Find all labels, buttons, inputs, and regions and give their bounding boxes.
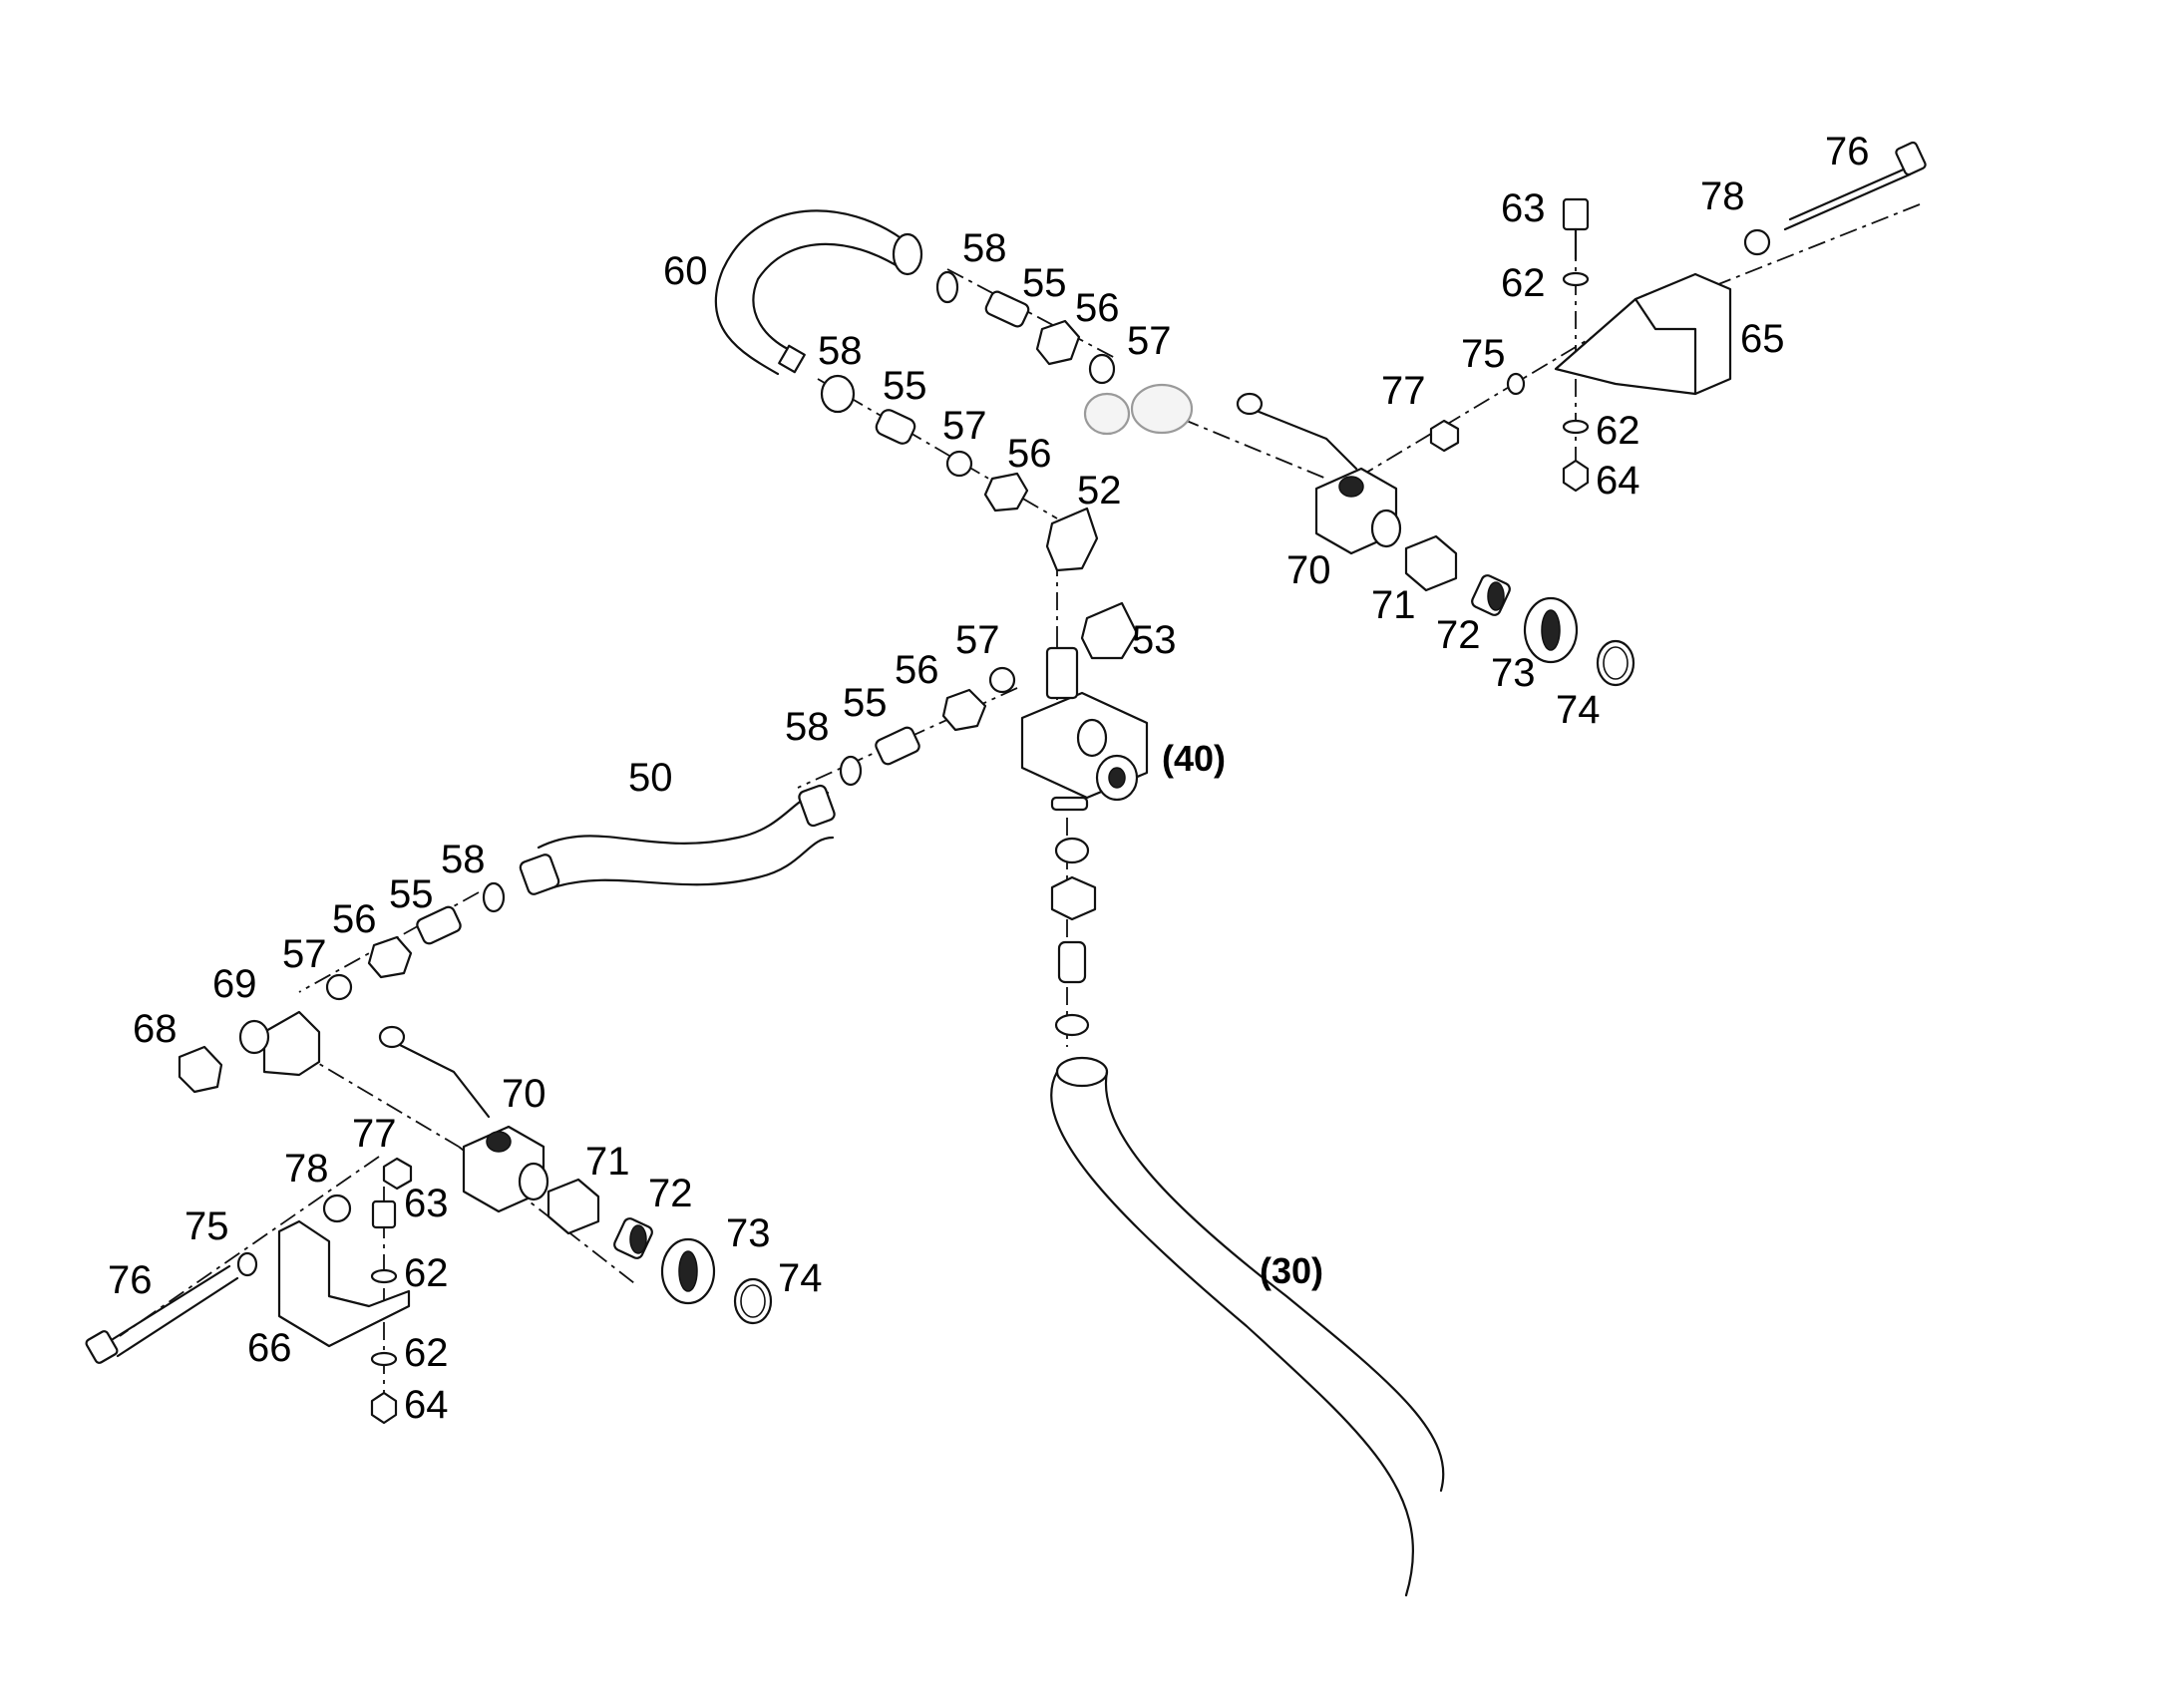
callout-78-upper: 78 xyxy=(1700,174,1745,218)
callout-77-lower: 77 xyxy=(352,1112,397,1156)
callout-74-lower: 74 xyxy=(778,1256,823,1300)
callout-75-lower: 75 xyxy=(184,1204,229,1248)
callout-56-upper: 56 xyxy=(1075,286,1120,330)
vertical-fittings xyxy=(1050,837,1097,1037)
callout-66: 66 xyxy=(247,1326,292,1370)
callout-76-upper: 76 xyxy=(1825,130,1870,173)
callout-63-lower: 63 xyxy=(404,1182,449,1225)
callout-55-lower: 55 xyxy=(843,681,888,725)
callout-55-upper: 55 xyxy=(1022,261,1067,305)
callout-60: 60 xyxy=(663,249,708,293)
bracket-66 xyxy=(85,1157,413,1425)
bracket-65 xyxy=(1429,141,1927,493)
ball-valve-70-lower xyxy=(378,1025,773,1325)
callout-73-lower: 73 xyxy=(726,1211,771,1255)
callout-57-left: 57 xyxy=(282,932,327,976)
callout-73-upper: 73 xyxy=(1491,651,1536,695)
callout-56-mid: 56 xyxy=(1007,432,1052,476)
callout-57-lower: 57 xyxy=(955,618,1000,662)
callout-77-upper: 77 xyxy=(1381,369,1426,413)
callout-64-upper: 64 xyxy=(1596,459,1640,503)
callout-71-upper: 71 xyxy=(1371,583,1416,627)
callout-55-mid: 55 xyxy=(883,364,927,408)
callout-58-left: 58 xyxy=(441,838,486,881)
hose-30 xyxy=(1050,1056,1445,1597)
callout-57-mid: 57 xyxy=(942,404,987,448)
callout-56-lower: 56 xyxy=(895,648,939,692)
callout-78-lower: 78 xyxy=(284,1147,329,1191)
ball-valve-70-upper xyxy=(1236,392,1635,687)
callout-64-lower: 64 xyxy=(404,1383,449,1427)
callout-50: 50 xyxy=(628,756,673,800)
block-40 xyxy=(1020,601,1149,812)
callout-70-lower: 70 xyxy=(502,1072,546,1116)
upper-fittings xyxy=(820,270,1194,572)
callout-55-left: 55 xyxy=(389,872,434,916)
callout-62-lower-a: 62 xyxy=(404,1251,449,1295)
callout-56-left: 56 xyxy=(332,897,377,941)
callout-74-upper: 74 xyxy=(1556,688,1601,732)
callout-63-upper: 63 xyxy=(1501,186,1546,230)
callout-72-upper: 72 xyxy=(1436,613,1481,657)
callout-58-lower: 58 xyxy=(785,705,830,749)
callout-53: 53 xyxy=(1132,618,1177,662)
callout-40: (40) xyxy=(1162,738,1226,779)
callout-30: (30) xyxy=(1260,1250,1323,1291)
callout-75-upper: 75 xyxy=(1461,332,1506,376)
callout-62-lower-b: 62 xyxy=(404,1331,449,1375)
callout-68: 68 xyxy=(133,1007,178,1051)
callout-52: 52 xyxy=(1077,469,1122,512)
hose-50 xyxy=(519,666,1016,895)
callout-69: 69 xyxy=(212,962,257,1006)
callout-labels: 76 63 78 62 65 75 77 62 64 60 58 55 56 5… xyxy=(108,130,1870,1427)
callout-62-upper-b: 62 xyxy=(1596,409,1640,453)
callout-65: 65 xyxy=(1740,317,1785,361)
left-fittings xyxy=(178,881,506,1094)
callout-72-lower: 72 xyxy=(648,1172,693,1215)
callout-70-upper: 70 xyxy=(1286,548,1331,592)
callout-71-lower: 71 xyxy=(585,1140,630,1184)
callout-58-mid: 58 xyxy=(818,329,863,373)
callout-76-lower: 76 xyxy=(108,1258,153,1302)
callout-58-upper: 58 xyxy=(962,226,1007,270)
callout-62-upper-a: 62 xyxy=(1501,261,1546,305)
hose-60 xyxy=(714,209,923,376)
callout-57-upper: 57 xyxy=(1127,319,1172,363)
